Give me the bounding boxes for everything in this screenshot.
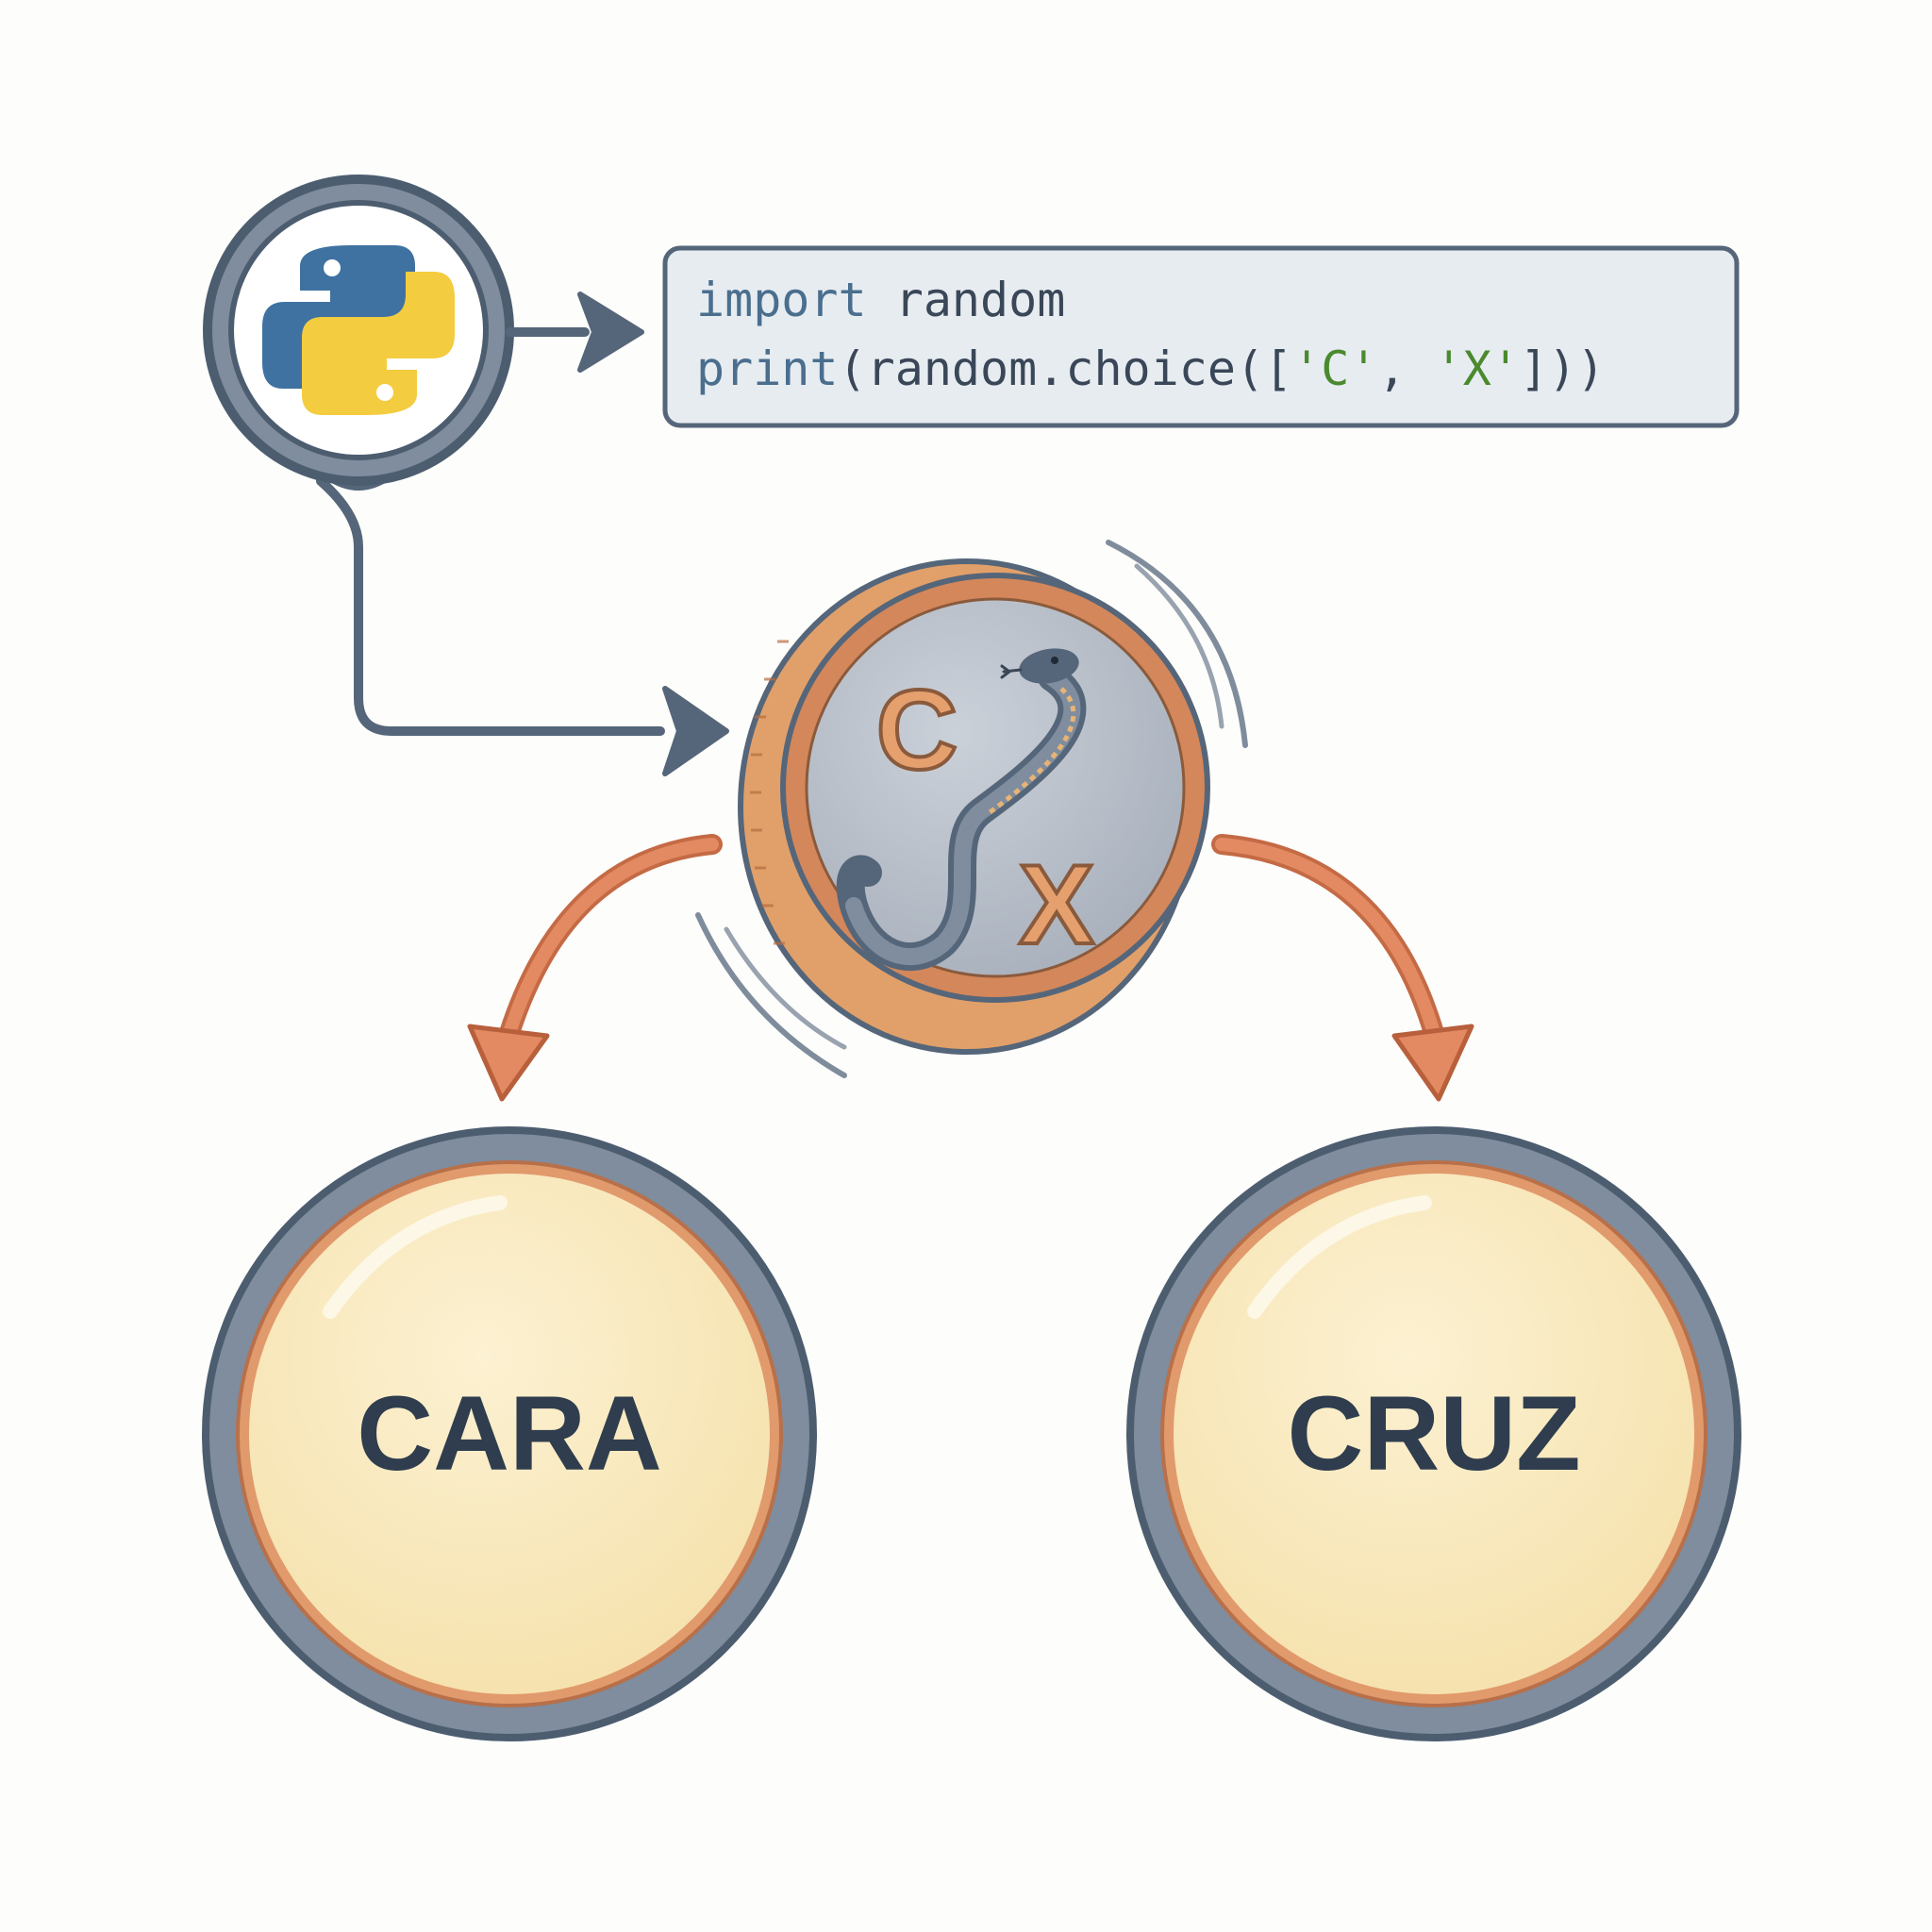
outcome-cara-label: CARA: [357, 1374, 662, 1492]
code-box: import random print(random.choice(['C', …: [662, 245, 1740, 428]
branch-arrows: [467, 834, 1474, 1102]
python-node-pin: [316, 476, 665, 736]
outcome-cara: CARA: [202, 1126, 817, 1741]
arrow-to-cara-head: [467, 1024, 550, 1102]
coin-motion-lines: [695, 540, 1248, 1078]
python-node: [203, 175, 729, 776]
coin-letter-c: C: [876, 667, 958, 793]
pin-connector-arrowhead: [662, 686, 729, 776]
code-line-2: print(random.choice(['C', 'X'])): [696, 341, 1605, 396]
python-logo-icon: [262, 245, 455, 415]
outcome-cruz: CRUZ: [1126, 1126, 1741, 1741]
outcome-cruz-label: CRUZ: [1287, 1374, 1580, 1492]
snake-icon: [836, 648, 1087, 972]
coin-letter-x: X: [1019, 841, 1094, 968]
coin: C X: [738, 558, 1210, 1055]
arrow-to-cruz-head: [1391, 1024, 1474, 1102]
code-arrow-head: [577, 291, 644, 373]
code-line-1: import random: [696, 273, 1065, 327]
